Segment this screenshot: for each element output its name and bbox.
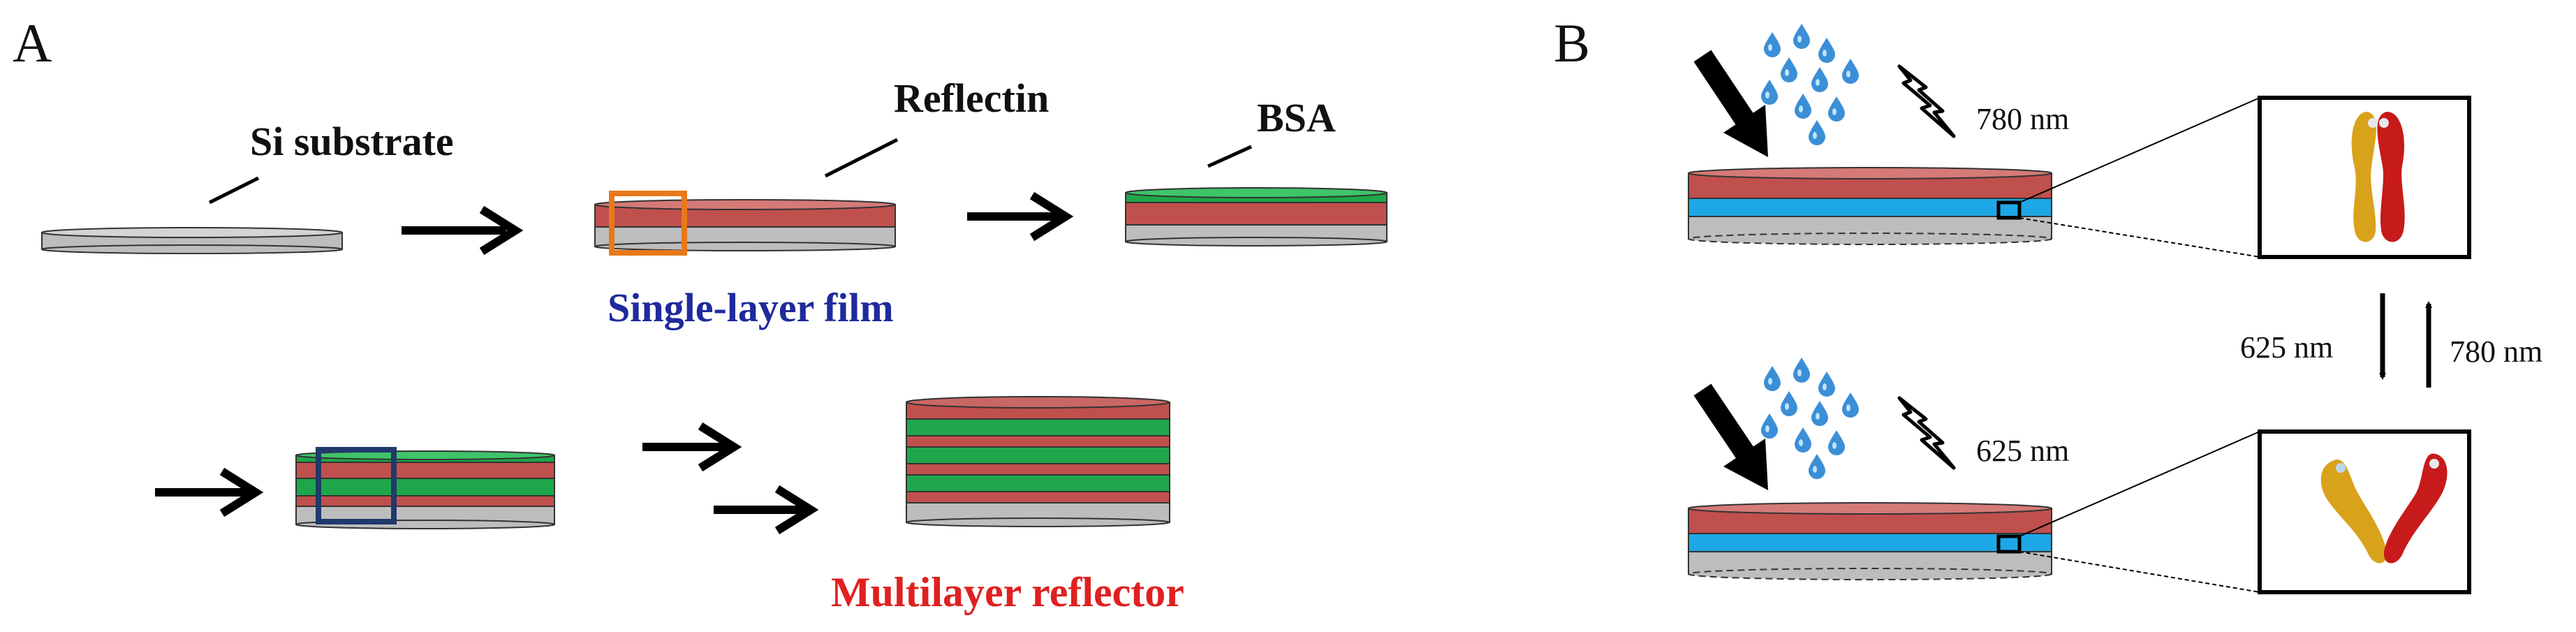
single-layer-film-label: Single-layer film bbox=[608, 285, 894, 330]
reflectin-label: Reflectin bbox=[894, 75, 1049, 121]
bilayer-disc bbox=[295, 450, 555, 529]
panel-letter-b: B bbox=[1554, 13, 1590, 73]
protein-open-icon bbox=[2320, 453, 2448, 564]
top-film-disc bbox=[1688, 167, 2052, 245]
water-droplets-icon bbox=[1761, 24, 1859, 145]
navy-highlight-box bbox=[316, 447, 397, 524]
bsa-label: BSA bbox=[1257, 95, 1336, 140]
arrow-head-icon bbox=[1029, 191, 1074, 242]
bottom-incident-arrow bbox=[1693, 383, 1768, 490]
lightning-icon bbox=[1899, 66, 1954, 136]
arrow-head-icon bbox=[219, 467, 264, 517]
bottom-wavelength-label: 625 nm bbox=[1976, 434, 2069, 468]
top-zoom-line-lower bbox=[2019, 217, 2260, 258]
water-droplets-icon bbox=[1761, 358, 1859, 479]
si-substrate-label: Si substrate bbox=[250, 119, 454, 164]
panel-letter-a: A bbox=[13, 13, 52, 73]
lightning-icon bbox=[1899, 398, 1954, 468]
si-substrate-leader bbox=[208, 176, 260, 205]
bottom-film-disc bbox=[1688, 502, 2052, 580]
switch-up-label: 780 nm bbox=[2450, 335, 2542, 369]
bsa-disc bbox=[1125, 187, 1388, 247]
reflectin-leader bbox=[824, 138, 899, 178]
top-zoom-box-small bbox=[1996, 200, 2022, 220]
top-wavelength-label: 780 nm bbox=[1976, 102, 2069, 136]
bsa-leader bbox=[1207, 145, 1253, 168]
si-substrate-disc bbox=[41, 227, 343, 254]
bottom-zoom-box-small bbox=[1996, 534, 2022, 554]
single-layer-disc bbox=[594, 199, 896, 251]
bottom-zoom-line-lower bbox=[2019, 551, 2260, 593]
arrow-head-icon bbox=[479, 205, 524, 256]
top-zoom-line-upper bbox=[2019, 97, 2260, 203]
arrow-head-icon bbox=[774, 485, 819, 535]
multilayer-reflector-disc bbox=[906, 396, 1170, 527]
protein-closed-icon bbox=[2351, 112, 2405, 242]
multilayer-reflector-label: Multilayer reflector bbox=[831, 569, 1184, 615]
top-incident-arrow bbox=[1693, 50, 1768, 157]
orange-highlight-box bbox=[609, 191, 687, 256]
bottom-zoom-line-upper bbox=[2019, 431, 2260, 537]
arrow-head-icon bbox=[698, 422, 742, 472]
switch-down-label: 625 nm bbox=[2240, 330, 2333, 365]
